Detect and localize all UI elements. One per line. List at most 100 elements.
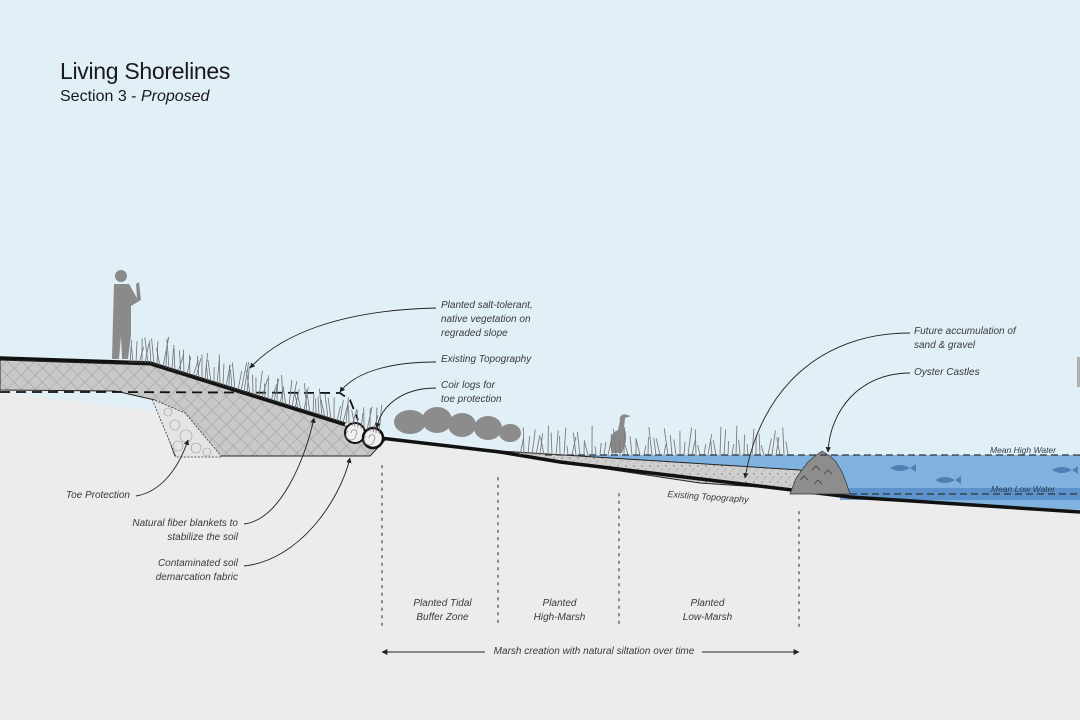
grass-blade bbox=[317, 396, 320, 416]
label-mean-high-water: Mean High Water bbox=[990, 445, 1056, 455]
toe-protection-stones bbox=[151, 398, 223, 458]
reed-blade bbox=[727, 440, 730, 456]
slope-grasses bbox=[129, 336, 383, 435]
reed-blade bbox=[731, 444, 735, 456]
reed-blade bbox=[723, 429, 727, 456]
leader-oyster-castles bbox=[825, 372, 911, 453]
fish bbox=[1052, 466, 1078, 474]
callout-fiber-blankets: Natural fiber blankets to stabilize the … bbox=[90, 517, 238, 545]
reed-blade bbox=[703, 443, 707, 456]
leader-demarcation bbox=[243, 457, 352, 567]
zone-label-line: Planted bbox=[542, 598, 577, 609]
grass-blade bbox=[231, 362, 236, 390]
callout-line: sand & gravel bbox=[914, 340, 976, 351]
grass-blade bbox=[291, 381, 298, 408]
grass-blade bbox=[131, 346, 134, 364]
reed-blade bbox=[710, 440, 713, 456]
reed-blade bbox=[735, 425, 738, 456]
reed-blade bbox=[607, 440, 612, 456]
grass-blade bbox=[229, 369, 233, 389]
grass-blade bbox=[345, 397, 349, 424]
fish bbox=[935, 476, 961, 484]
reed-blade bbox=[571, 436, 577, 456]
callout-line: Natural fiber blankets to bbox=[132, 518, 238, 529]
reed-blade bbox=[563, 427, 567, 456]
reed-blade bbox=[663, 444, 667, 456]
grass-blade bbox=[375, 407, 378, 434]
grass-blade bbox=[283, 389, 287, 406]
callout-vegetation: Planted salt-tolerant, native vegetation… bbox=[441, 299, 533, 341]
grass-blade bbox=[135, 340, 138, 364]
leader-future-accumulation bbox=[743, 332, 911, 479]
zone-label-line: High-Marsh bbox=[533, 612, 586, 623]
grass-blade bbox=[304, 383, 308, 412]
zone-label-line: Buffer Zone bbox=[416, 612, 469, 623]
reed-blade bbox=[603, 441, 607, 456]
reed-blade bbox=[712, 439, 717, 456]
coir-logs bbox=[344, 422, 385, 450]
subtitle-prefix: Section 3 - bbox=[60, 88, 141, 105]
heron-silhouette bbox=[610, 414, 631, 453]
reed-blade bbox=[771, 430, 776, 456]
existing-topography-dashed bbox=[0, 391, 359, 421]
proposed-grade-line bbox=[0, 356, 346, 426]
zone-label-high-marsh: Planted High-Marsh bbox=[512, 597, 607, 625]
grass-blade bbox=[186, 356, 192, 375]
reed-blade bbox=[663, 428, 669, 456]
grass-blade bbox=[306, 389, 311, 413]
reed-blade bbox=[610, 433, 613, 456]
reed-blade bbox=[697, 445, 701, 456]
callout-oyster-castles: Oyster Castles bbox=[914, 367, 980, 378]
callout-toe-protection: Toe Protection bbox=[65, 490, 130, 501]
grass-blade bbox=[207, 359, 212, 382]
edge-marker bbox=[1077, 357, 1080, 387]
reed-blade bbox=[594, 446, 597, 456]
reed-blade bbox=[746, 444, 749, 456]
grass-blade bbox=[378, 404, 383, 435]
reed-blade bbox=[540, 437, 545, 456]
grass-blade bbox=[225, 364, 231, 387]
grass-blade bbox=[270, 383, 278, 401]
reed-blade bbox=[738, 439, 741, 456]
reed-blade bbox=[785, 441, 789, 456]
reed-blade bbox=[760, 444, 765, 456]
grass-blade bbox=[222, 363, 225, 386]
grass-blade bbox=[258, 370, 263, 397]
callout-existing-topography: Existing Topography bbox=[441, 354, 532, 365]
grass-blade bbox=[151, 338, 155, 365]
grass-blade bbox=[351, 410, 356, 427]
callout-line: regraded slope bbox=[441, 328, 508, 339]
marsh-grade-line bbox=[379, 436, 1080, 514]
reed-blade bbox=[673, 439, 677, 456]
callout-line: toe protection bbox=[441, 394, 502, 405]
callout-line: Contaminated soil bbox=[157, 558, 238, 569]
callout-future-accumulation: Future accumulation of sand & gravel bbox=[914, 325, 1016, 353]
reed-blade bbox=[775, 437, 780, 456]
oyster-castles bbox=[789, 450, 851, 495]
label-mean-low-water: Mean Low Water bbox=[991, 484, 1056, 494]
fish-group bbox=[890, 464, 1078, 484]
reed-blade bbox=[583, 439, 589, 456]
regraded-embankment bbox=[0, 359, 386, 457]
leader-vegetation bbox=[249, 307, 437, 369]
grass-blade bbox=[205, 363, 209, 382]
grass-blade bbox=[312, 394, 315, 414]
shrubs bbox=[394, 407, 521, 442]
callout-line: Coir logs for bbox=[441, 380, 495, 391]
zone-label-line: Planted Tidal bbox=[413, 598, 472, 609]
leader-toe-protection bbox=[135, 439, 190, 497]
grass-blade bbox=[327, 397, 332, 420]
zone-label-line: Low-Marsh bbox=[682, 612, 733, 623]
grass-blade bbox=[196, 355, 200, 379]
reed-blade bbox=[782, 427, 785, 456]
reed-blade bbox=[683, 441, 686, 456]
grass-blade bbox=[243, 362, 249, 393]
grass-blade bbox=[281, 374, 284, 405]
grass-blade bbox=[320, 399, 326, 418]
callout-line: Planted salt-tolerant, bbox=[441, 300, 533, 311]
callout-line: Future accumulation of bbox=[914, 326, 1016, 337]
leader-fiber-blankets bbox=[243, 417, 316, 525]
page-title: Living Shorelines bbox=[60, 58, 231, 84]
reed-blade bbox=[643, 445, 647, 456]
